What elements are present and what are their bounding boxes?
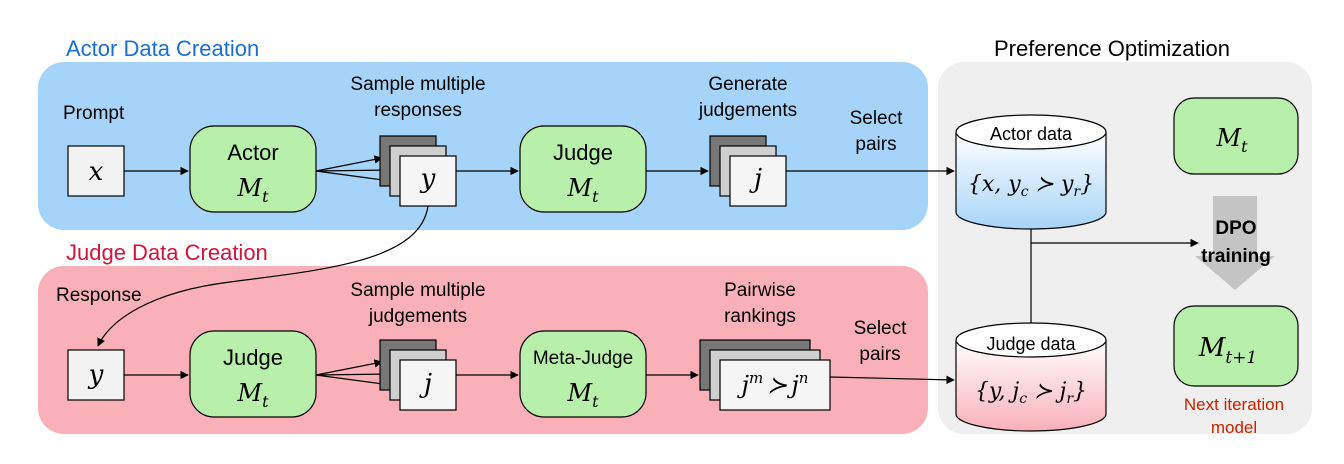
generate-judgements-label-2: judgements — [698, 100, 797, 121]
judge-model-name: Judge — [223, 345, 283, 370]
meta-judge-name: Meta-Judge — [533, 348, 633, 369]
judge-select-pairs-2: pairs — [859, 344, 900, 365]
judge-data-label: Judge data — [986, 334, 1076, 354]
judge-model-formula: Mt — [236, 379, 269, 411]
sample-judgements-label-2: judgements — [368, 306, 467, 327]
judge-model-box-actor-row — [519, 125, 647, 213]
judgement-stack-front — [729, 155, 787, 207]
pairwise-rankings-label-2: rankings — [724, 306, 796, 327]
judge-sample-stack-front — [399, 359, 457, 411]
next-iteration-label-1: Next iteration — [1184, 395, 1284, 414]
meta-judge-formula: Mt — [566, 379, 599, 411]
judge-data-formula: {y, jc ≻ jr} — [975, 379, 1087, 407]
actor-model-box — [189, 125, 317, 213]
next-model-box — [1173, 305, 1299, 387]
response-label: Response — [56, 285, 142, 306]
judge-model-formula-actor-row: Mt — [566, 174, 599, 206]
actor-model-name: Actor — [227, 140, 278, 165]
prompt-label: Prompt — [63, 103, 125, 124]
prompt-var: x — [89, 157, 104, 187]
dpo-arrow-icon — [1195, 196, 1275, 290]
actor-data-label: Actor data — [990, 124, 1073, 144]
ranking-formula: jm≻jn — [737, 369, 809, 399]
next-model-formula: Mt+1 — [1198, 333, 1258, 368]
arrow-response-to-judge-input — [97, 205, 429, 347]
preference-section-title: Preference Optimization — [994, 36, 1230, 61]
response-input-box — [67, 349, 125, 401]
judge-model-name-actor-row: Judge — [553, 140, 613, 165]
actor-model-formula: Mt — [236, 174, 269, 206]
fan-arrow-j2 — [315, 369, 391, 379]
judge-section-title: Judge Data Creation — [66, 240, 268, 265]
fan-arrow-1 — [315, 155, 383, 172]
response-var: y — [420, 164, 436, 194]
actor-data-formula: {x, yc ≻ yr} — [968, 172, 1094, 200]
ranking-stack-front — [719, 359, 831, 411]
next-iteration-label-2: model — [1211, 418, 1257, 437]
response-input-var: y — [88, 360, 104, 390]
actor-select-pairs-2: pairs — [855, 134, 896, 155]
arrow-to-judge-data — [829, 375, 955, 385]
current-model-formula: Mt — [1215, 124, 1248, 156]
sample-responses-label-1: Sample multiple — [350, 74, 485, 95]
meta-judge-box — [519, 330, 647, 418]
current-model-box — [1173, 97, 1299, 175]
generate-judgements-label-1: Generate — [708, 74, 787, 95]
sample-responses-label-2: responses — [374, 100, 462, 121]
pairwise-rankings-label-1: Pairwise — [724, 280, 796, 301]
judge-data-cylinder — [955, 322, 1107, 432]
sample-judgements-label-1: Sample multiple — [350, 280, 485, 301]
fan-arrow-j1 — [315, 359, 383, 376]
actor-section-title: Actor Data Creation — [66, 36, 259, 61]
judge-model-box — [189, 330, 317, 418]
dpo-label-2: training — [1201, 246, 1271, 267]
prompt-box — [67, 145, 125, 197]
actor-data-cylinder — [955, 114, 1107, 230]
judge-select-pairs-1: Select — [854, 318, 908, 339]
fan-arrow-2 — [315, 165, 391, 175]
dpo-label-1: DPO — [1215, 218, 1256, 239]
response-stack-front — [399, 155, 457, 207]
actor-select-pairs-1: Select — [850, 108, 904, 129]
